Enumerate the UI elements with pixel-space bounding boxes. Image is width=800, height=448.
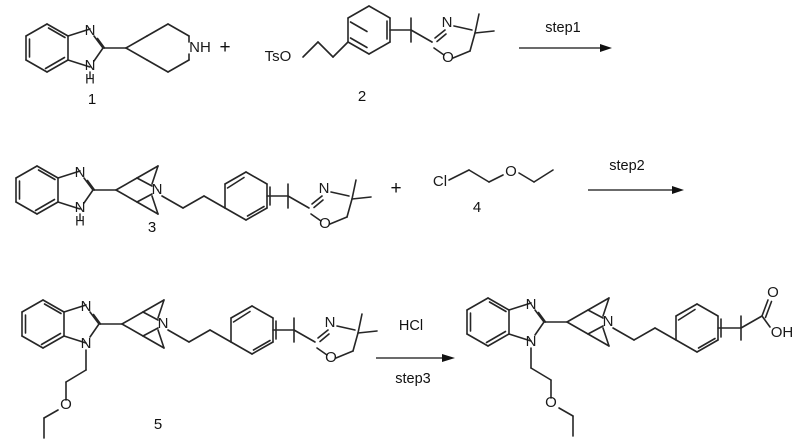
atom-label-h: H xyxy=(85,72,95,87)
atom-label-n: N xyxy=(319,180,330,197)
compound-2-structure: N O TsO xyxy=(265,5,495,66)
atom-label-o: O xyxy=(545,394,557,411)
compound-number-3: 3 xyxy=(148,219,156,236)
atom-label-n: N xyxy=(526,333,537,350)
atom-label-h: H xyxy=(75,214,85,229)
reaction-arrow-step2 xyxy=(588,186,684,194)
atom-label-o: O xyxy=(319,215,331,232)
atom-label-n: N xyxy=(603,313,614,330)
atom-label-n: N xyxy=(81,298,92,315)
atom-label-n: N xyxy=(85,57,96,74)
compound-number-1: 1 xyxy=(88,91,96,108)
step-label-2: step2 xyxy=(609,158,644,174)
atom-label-o: O xyxy=(442,49,454,66)
atom-label-o: O xyxy=(767,284,779,301)
compound-3-structure: N N H N N O xyxy=(15,164,372,232)
reaction-arrow-step3 xyxy=(376,354,455,362)
product-structure: N N N O O OH xyxy=(466,284,794,437)
compound-number-4: 4 xyxy=(473,199,481,216)
atom-label-n: N xyxy=(442,14,453,31)
compound-4-structure: Cl O xyxy=(433,163,554,190)
atom-label-n: N xyxy=(152,181,163,198)
plus-sign-row1: + xyxy=(219,37,230,58)
atom-label-n: N xyxy=(526,296,537,313)
atom-label-n: N xyxy=(85,22,96,39)
compound-5-structure: N N N O N O xyxy=(21,298,378,439)
atom-label-cl: Cl xyxy=(433,173,447,190)
step-label-1: step1 xyxy=(545,20,580,36)
reagent-label-hcl: HCl xyxy=(399,318,423,334)
compound-number-2: 2 xyxy=(358,88,366,105)
plus-sign-row2: + xyxy=(390,178,401,199)
atom-label-o: O xyxy=(60,396,72,413)
compound-number-5: 5 xyxy=(154,416,162,433)
atom-label-n: N xyxy=(81,335,92,352)
atom-label-n: N xyxy=(75,164,86,181)
atom-label-oh: OH xyxy=(771,324,794,341)
atom-label-o: O xyxy=(505,163,517,180)
compound-1-structure: N N H NH xyxy=(25,22,211,87)
atom-label-tso: TsO xyxy=(265,48,292,65)
atom-label-n: N xyxy=(75,199,86,216)
reaction-arrow-step1 xyxy=(519,44,612,52)
atom-label-o: O xyxy=(325,349,337,366)
atom-label-nh: NH xyxy=(189,39,211,56)
atom-label-n: N xyxy=(325,314,336,331)
atom-label-n: N xyxy=(158,315,169,332)
step-label-3: step3 xyxy=(395,371,430,387)
